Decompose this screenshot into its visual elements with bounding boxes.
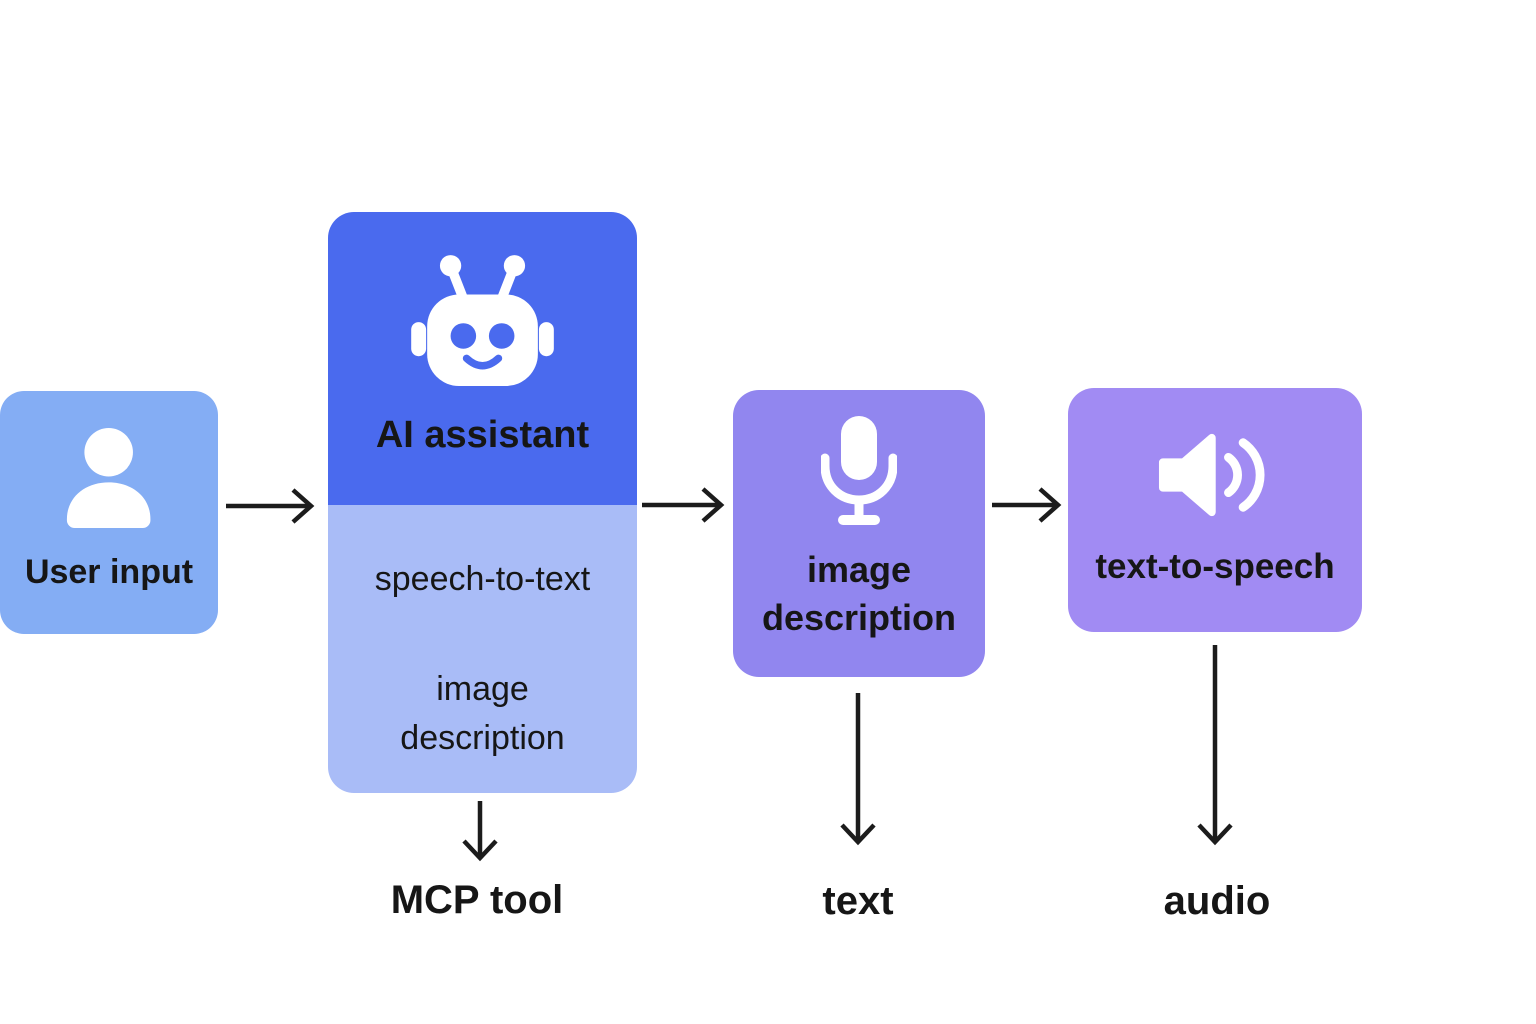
node-user-input: User input — [0, 391, 218, 634]
ai-assistant-title: AI assistant — [375, 414, 590, 456]
arrow-user-to-ai — [226, 488, 315, 524]
microphone-icon — [821, 416, 897, 525]
text-to-speech-label: text-to-speech — [1095, 547, 1335, 586]
robot-icon — [411, 255, 554, 386]
output-audio: audio — [1163, 879, 1271, 923]
capability-speech-to-text: speech-to-text — [374, 560, 591, 598]
speaker-icon — [1159, 433, 1265, 517]
image-description-label: image description — [761, 549, 957, 638]
arrow-tts-to-audio — [1197, 645, 1233, 846]
arrow-ai-to-mcp-tool — [462, 801, 498, 862]
arrow-image-description-to-tts — [992, 487, 1062, 523]
user-icon — [67, 427, 151, 528]
node-ai-assistant: AI assistant speech-to-text image descri… — [328, 212, 637, 793]
output-mcp-tool: MCP tool — [390, 878, 564, 922]
capability-image-description: image description — [400, 670, 565, 757]
user-input-label: User input — [24, 553, 194, 591]
ai-assistant-body: speech-to-text image description — [328, 505, 637, 793]
arrow-image-description-to-text — [840, 693, 876, 846]
arrow-ai-to-image-description — [642, 487, 725, 523]
node-text-to-speech: text-to-speech — [1068, 388, 1362, 632]
node-image-description: image description — [733, 390, 985, 677]
output-text: text — [822, 879, 894, 923]
ai-assistant-header: AI assistant — [328, 212, 637, 505]
